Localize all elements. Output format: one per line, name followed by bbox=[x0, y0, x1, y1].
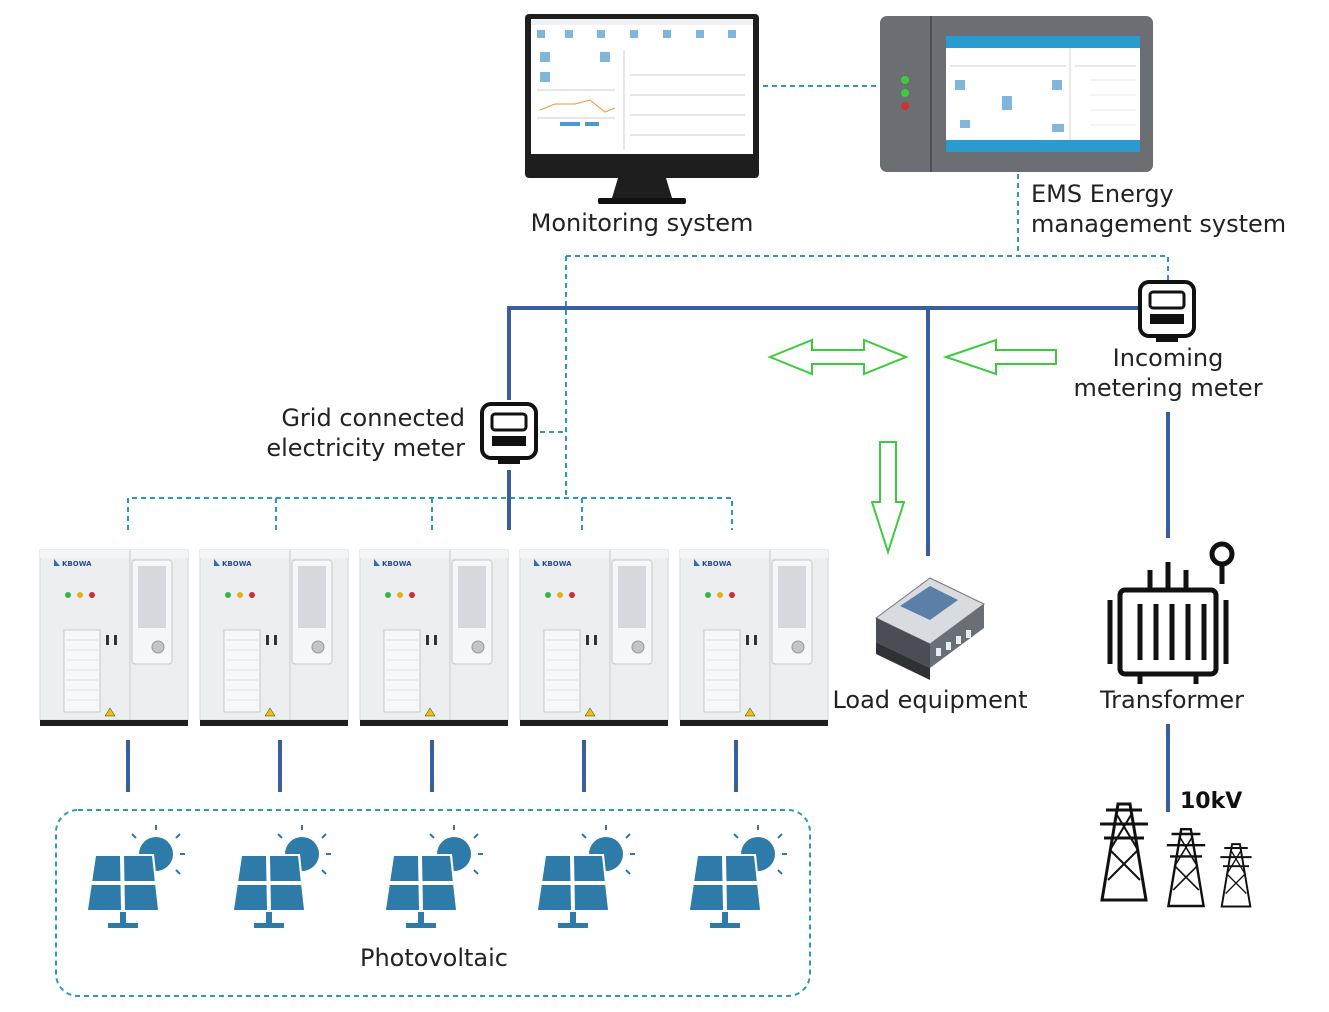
down-arrow-icon bbox=[870, 441, 906, 556]
solar-panel-icon bbox=[382, 823, 485, 930]
incoming-meter-label-line2: metering meter bbox=[1073, 374, 1262, 402]
monitoring-system-label: Monitoring system bbox=[531, 209, 754, 237]
desktop-monitor-icon bbox=[525, 14, 759, 204]
ems-label-line2: management system bbox=[1031, 210, 1286, 238]
storage-cabinet-icon bbox=[519, 549, 669, 727]
transmission-tower-icon bbox=[1098, 802, 1253, 908]
electricity-meter-icon bbox=[1138, 280, 1196, 344]
communication-lines bbox=[55, 85, 1169, 997]
solar-panel-icon bbox=[230, 823, 333, 930]
transformer-icon bbox=[1107, 541, 1235, 684]
storage-cabinet-icon bbox=[679, 549, 829, 727]
storage-cabinet-icon bbox=[39, 549, 189, 727]
grid-voltage-label: 10kV bbox=[1180, 789, 1242, 814]
electricity-meter-icon bbox=[480, 402, 538, 466]
load-equipment-icon bbox=[875, 577, 985, 680]
solar-panel-icon bbox=[84, 823, 187, 930]
pv-panels bbox=[84, 823, 789, 930]
left-arrow-icon bbox=[942, 338, 1057, 376]
touch-panel-icon bbox=[880, 16, 1153, 172]
solar-panel-icon bbox=[686, 823, 789, 930]
load-equipment-label: Load equipment bbox=[832, 686, 1027, 714]
grid-meter-label-line2: electricity meter bbox=[266, 434, 465, 462]
transformer-label: Transformer bbox=[1099, 686, 1244, 714]
pv-group-border bbox=[55, 809, 811, 997]
grid-meter-label-line1: Grid connected bbox=[281, 404, 465, 432]
power-lines bbox=[126, 306, 1170, 812]
incoming-meter-label-line1: Incoming bbox=[1113, 344, 1224, 372]
storage-cabinet-icon bbox=[199, 549, 349, 727]
bidirectional-arrow-icon bbox=[767, 338, 909, 376]
solar-panel-icon bbox=[534, 823, 637, 930]
power-flow-arrows bbox=[767, 338, 1057, 556]
photovoltaic-label: Photovoltaic bbox=[360, 944, 508, 972]
ems-label-line1: EMS Energy bbox=[1031, 180, 1174, 208]
storage-cabinets bbox=[39, 549, 829, 727]
storage-cabinet-icon bbox=[359, 549, 509, 727]
